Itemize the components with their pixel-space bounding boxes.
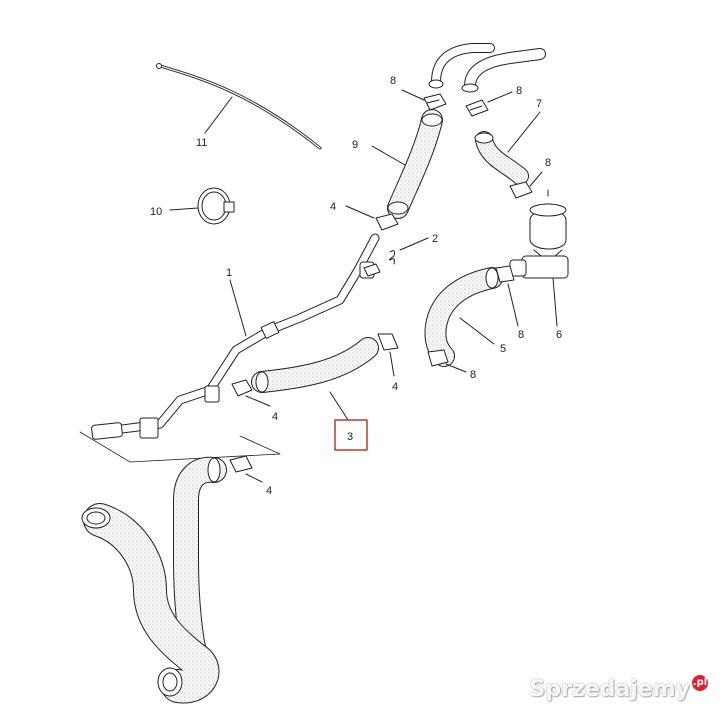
callout-4-mid: 4	[272, 411, 278, 423]
curved-hose-part-5	[424, 265, 519, 373]
hose-clamp-part-4-bottom	[229, 455, 263, 483]
hose-clamp-part-10	[169, 187, 235, 225]
cable-tie-part-11	[156, 63, 322, 150]
callout-labels: 11 10 1 2 3 4 4 4 4 4 5 6 7 8 8 8 8 8 9	[150, 75, 562, 497]
callout-9: 9	[352, 139, 358, 151]
callout-11: 11	[196, 137, 207, 149]
callout-4-bottom: 4	[266, 485, 272, 497]
site-watermark: Sprzedajemy .pl	[529, 674, 708, 702]
spring-clip-part-2	[389, 237, 429, 265]
callout-7: 7	[536, 98, 542, 110]
watermark-suffix: .pl	[692, 674, 708, 691]
callout-10: 10	[150, 206, 162, 218]
upper-hose-part-9	[371, 109, 443, 219]
callout-8-bottom: 8	[470, 369, 476, 381]
valve-part-6	[509, 189, 569, 327]
molded-hose-assembly	[81, 456, 227, 704]
callout-8-right-lower: 8	[518, 329, 524, 341]
callout-4-right: 4	[392, 381, 398, 393]
hose-clamp-top-left	[401, 89, 447, 111]
hose-clamp-top-right	[465, 91, 513, 117]
callout-6: 6	[556, 329, 562, 341]
hose-clamp-part-4-lower	[231, 379, 271, 407]
callout-2: 2	[432, 233, 438, 245]
callout-5: 5	[500, 343, 506, 355]
callout-4-upper: 4	[330, 201, 336, 213]
hose-clamp-part-4-upper	[345, 205, 399, 231]
hose-part-3	[251, 333, 399, 421]
hose-clamp-part-4-mid	[363, 263, 381, 277]
callout-8-top-left: 8	[390, 75, 396, 87]
metal-pipe-part-1	[91, 233, 380, 440]
callout-1: 1	[226, 267, 232, 279]
callout-8-right-upper: 8	[545, 157, 551, 169]
hose-clamp-right-upper	[509, 171, 543, 199]
callout-3: 3	[347, 431, 353, 443]
highlight-box-part-3	[334, 419, 368, 451]
watermark-brand: Sprzedajemy	[529, 677, 691, 702]
bent-hose-part-7	[474, 111, 541, 185]
callout-8-top-right: 8	[516, 85, 522, 97]
upper-pipes	[428, 43, 546, 93]
